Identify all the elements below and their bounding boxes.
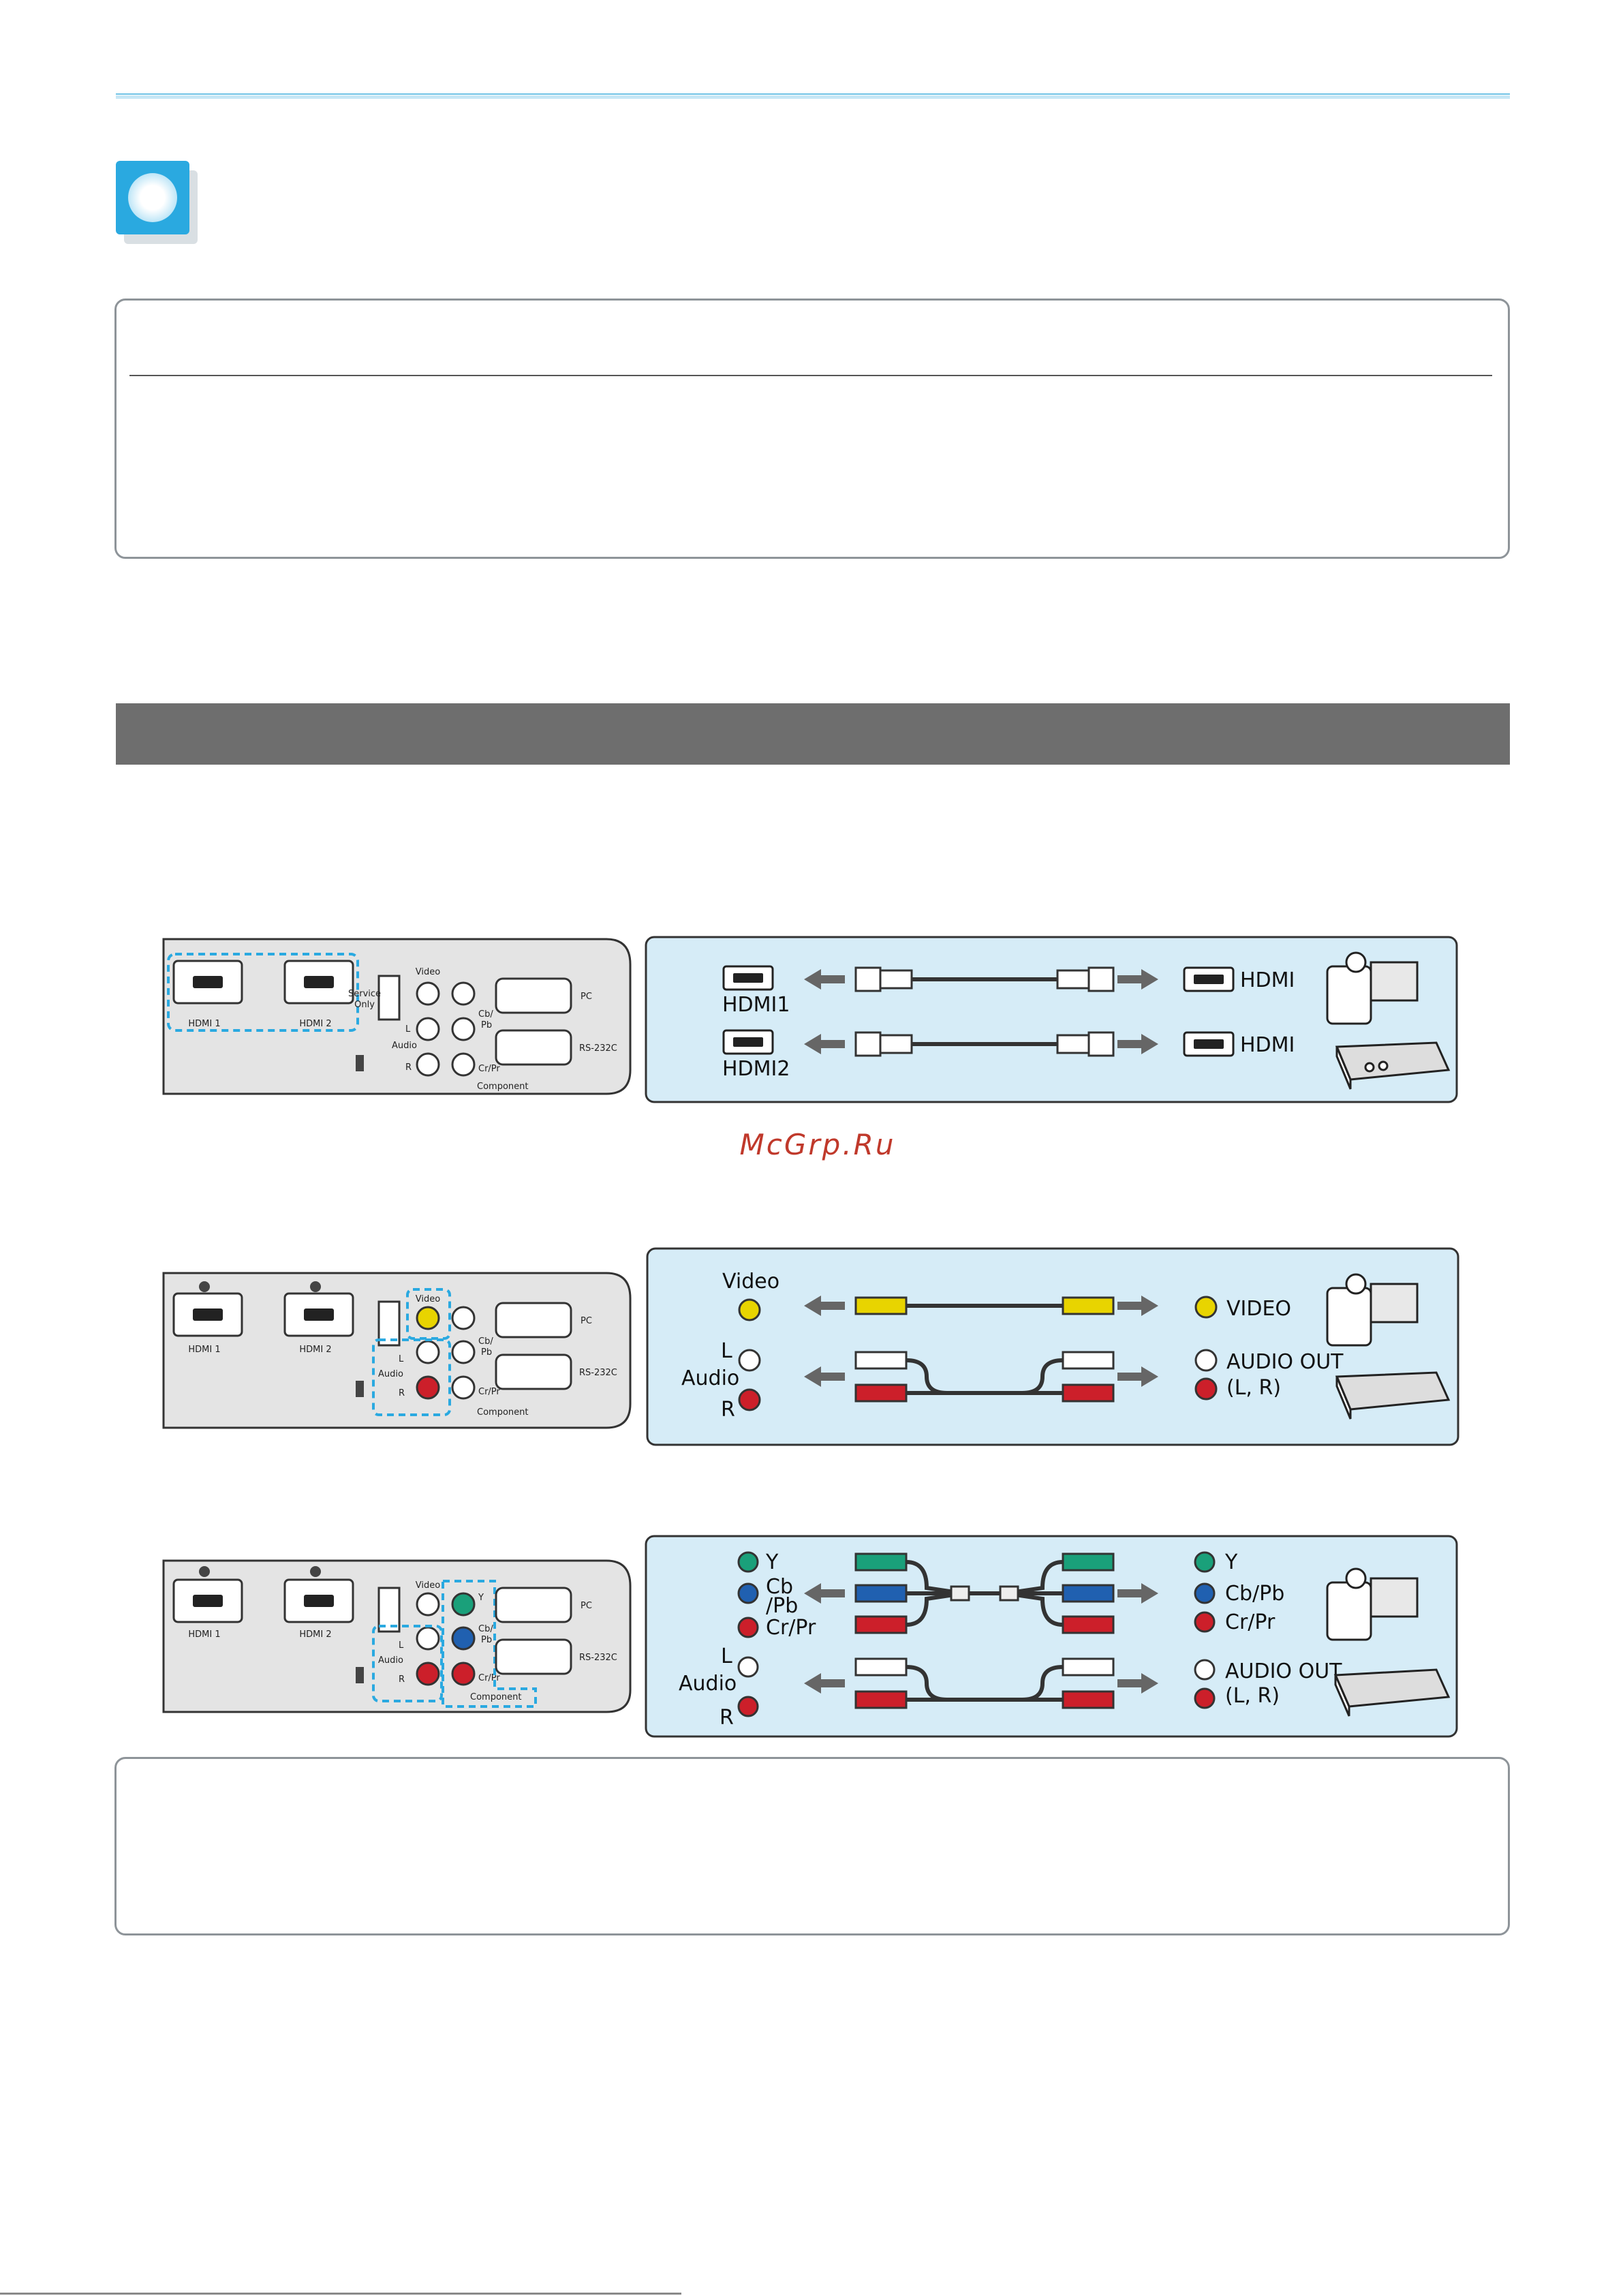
- svg-text:Y: Y: [478, 1593, 484, 1603]
- svg-text:HDMI 1: HDMI 1: [188, 1345, 220, 1355]
- svg-text:Component: Component: [470, 1692, 521, 1702]
- svg-text:L: L: [721, 1339, 732, 1363]
- svg-text:PC: PC: [581, 1316, 592, 1326]
- svg-text:R: R: [720, 1706, 734, 1730]
- svg-text:Service: Service: [348, 989, 381, 999]
- camcorder-icon: [1326, 1567, 1419, 1641]
- svg-text:RS-232C: RS-232C: [579, 1043, 617, 1054]
- svg-text:Pb: Pb: [481, 1347, 492, 1358]
- hdmi-connection-panel: HDMI1 HDMI2 HDMI: [645, 936, 1458, 1103]
- svg-text:(L, R): (L, R): [1226, 1376, 1281, 1400]
- svg-text:Video: Video: [416, 967, 440, 977]
- svg-text:Cr/Pr: Cr/Pr: [478, 1387, 500, 1397]
- svg-text:(L, R): (L, R): [1225, 1684, 1280, 1708]
- watermark: McGrp.Ru: [739, 1128, 896, 1161]
- component-highlight: [442, 1580, 537, 1708]
- svg-text:Pb: Pb: [481, 1635, 492, 1645]
- video-connection-panel: Video L Audio R VIDEO AUDIO OUT (L, R): [646, 1247, 1459, 1446]
- svg-text:Audio: Audio: [681, 1366, 739, 1390]
- svg-text:Cr/Pr: Cr/Pr: [766, 1616, 816, 1640]
- svg-text:RS-232C: RS-232C: [579, 1653, 617, 1663]
- svg-text:PC: PC: [581, 992, 592, 1002]
- av-receiver-icon: [1335, 1371, 1451, 1420]
- header-rule: [116, 93, 1510, 95]
- svg-text:Audio: Audio: [392, 1041, 417, 1051]
- hdmi-highlight: [167, 953, 359, 1032]
- svg-text:Component: Component: [477, 1082, 528, 1092]
- chapter-chip-icon: [116, 161, 189, 234]
- svg-text:Cb/: Cb/: [478, 1624, 493, 1634]
- left-hdmi1-label: HDMI1: [722, 993, 790, 1017]
- svg-text:L: L: [721, 1644, 732, 1668]
- av-receiver-icon: [1335, 1041, 1451, 1090]
- svg-text:Y: Y: [765, 1550, 779, 1574]
- audio-highlight-component: [372, 1625, 443, 1702]
- projector-panel-hdmi: HDMI 1 HDMI 2 Service Only Video L Audio…: [162, 938, 632, 1095]
- label-hdmi1: HDMI 1: [188, 1019, 220, 1029]
- projector-panel-component: HDMI 1 HDMI 2 Video L Audio R Y Cb/ Pb C…: [162, 1559, 632, 1713]
- right-hdmi-label-2: HDMI: [1240, 1033, 1295, 1057]
- audio-highlight: [372, 1338, 451, 1416]
- svg-text:/Pb: /Pb: [766, 1594, 798, 1618]
- right-hdmi-label-1: HDMI: [1240, 968, 1295, 992]
- camcorder-icon: [1326, 1273, 1419, 1347]
- note-box-bottom: [114, 1757, 1510, 1935]
- av-receiver-icon: [1333, 1668, 1451, 1717]
- svg-text:Cr/Pr: Cr/Pr: [478, 1673, 500, 1683]
- svg-text:R: R: [405, 1062, 412, 1073]
- svg-text:Cb/: Cb/: [478, 1336, 493, 1347]
- svg-text:R: R: [399, 1674, 405, 1685]
- svg-text:AUDIO OUT: AUDIO OUT: [1226, 1350, 1344, 1374]
- svg-text:PC: PC: [581, 1601, 592, 1611]
- svg-text:Component: Component: [477, 1407, 528, 1418]
- svg-text:Video: Video: [416, 1294, 440, 1304]
- svg-text:Audio: Audio: [378, 1655, 403, 1666]
- svg-text:L: L: [399, 1640, 404, 1651]
- note-box: [114, 299, 1510, 559]
- svg-text:Cr/Pr: Cr/Pr: [1225, 1610, 1276, 1634]
- component-connection-panel: Y Cb /Pb Cr/Pr L Audio R: [645, 1535, 1458, 1738]
- svg-text:Video: Video: [722, 1270, 779, 1294]
- video-highlight: [406, 1288, 451, 1340]
- left-hdmi2-label: HDMI2: [722, 1057, 790, 1081]
- svg-text:Audio: Audio: [679, 1672, 737, 1696]
- svg-text:HDMI 2: HDMI 2: [299, 1345, 331, 1355]
- note-box-divider: [129, 375, 1492, 376]
- projector-panel-video: HDMI 1 HDMI 2 Video L Audio R Cb/ Pb Cr/…: [162, 1272, 632, 1429]
- svg-text:HDMI 2: HDMI 2: [299, 1629, 331, 1640]
- svg-text:L: L: [405, 1024, 411, 1035]
- footer-rule: [0, 2293, 681, 2295]
- svg-text:AUDIO OUT: AUDIO OUT: [1225, 1659, 1342, 1683]
- svg-text:Only: Only: [354, 1000, 375, 1010]
- svg-text:VIDEO: VIDEO: [1226, 1297, 1291, 1321]
- svg-text:Cb: Cb: [766, 1575, 793, 1599]
- svg-text:Pb: Pb: [481, 1020, 492, 1030]
- svg-text:R: R: [721, 1398, 735, 1422]
- header-rule-band: [116, 95, 1510, 99]
- section-heading-bar: [116, 703, 1510, 765]
- svg-text:Video: Video: [416, 1580, 440, 1591]
- svg-text:Cr/Pr: Cr/Pr: [478, 1064, 500, 1074]
- label-hdmi2: HDMI 2: [299, 1019, 331, 1029]
- svg-text:L: L: [399, 1354, 404, 1364]
- svg-text:Cb/Pb: Cb/Pb: [1225, 1582, 1284, 1606]
- svg-text:R: R: [399, 1388, 405, 1398]
- svg-text:Y: Y: [1224, 1550, 1238, 1574]
- svg-text:Cb/: Cb/: [478, 1009, 493, 1020]
- svg-text:HDMI 1: HDMI 1: [188, 1629, 220, 1640]
- svg-text:Audio: Audio: [378, 1369, 403, 1379]
- camcorder-icon: [1326, 951, 1419, 1025]
- svg-text:RS-232C: RS-232C: [579, 1368, 617, 1378]
